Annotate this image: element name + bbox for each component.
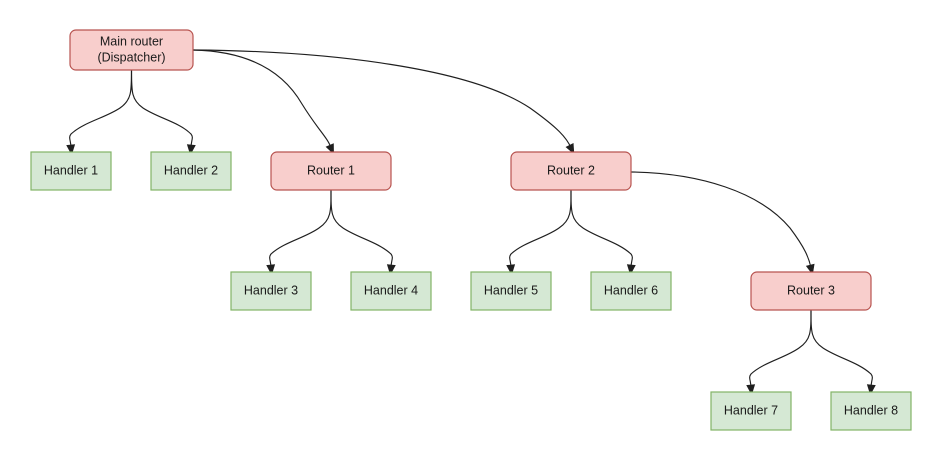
edge-router-1-to-handler-3	[266, 189, 332, 276]
edge-router-2-to-router-3-path	[630, 171, 812, 269]
node-handler-3-shape[interactable]	[230, 271, 312, 311]
node-handler-8[interactable]: Handler 8	[830, 391, 912, 431]
edge-main-to-handler-1-arrowhead	[66, 144, 76, 156]
edge-router-1-to-handler-4-arrowhead	[386, 264, 396, 276]
node-handler-3[interactable]: Handler 3	[230, 271, 312, 311]
node-handler-1[interactable]: Handler 1	[30, 151, 112, 191]
node-router-1[interactable]: Router 1	[270, 151, 392, 191]
node-handler-5[interactable]: Handler 5	[470, 271, 552, 311]
edge-router-3-to-handler-8-arrowhead	[866, 384, 876, 396]
edge-router-1-to-handler-4	[330, 189, 396, 276]
node-router-3[interactable]: Router 3	[750, 271, 872, 311]
node-handler-8-shape[interactable]	[830, 391, 912, 431]
node-handler-6[interactable]: Handler 6	[590, 271, 672, 311]
node-router-2-shape[interactable]	[510, 151, 632, 191]
edge-router-2-to-router-3	[630, 171, 815, 276]
edge-main-to-router-1-path	[192, 49, 332, 149]
node-handler-7[interactable]: Handler 7	[710, 391, 792, 431]
nodes-layer: Main router(Dispatcher) Handler 1 Handler …	[30, 29, 912, 431]
node-handler-4-shape[interactable]	[350, 271, 432, 311]
edge-router-2-to-handler-5-arrowhead	[506, 264, 516, 276]
edge-router-3-to-handler-7-arrowhead	[746, 384, 756, 396]
edge-router-1-to-handler-3-arrowhead	[266, 264, 276, 276]
edge-main-to-handler-1	[66, 69, 133, 156]
edge-main-to-handler-2-path	[130, 69, 193, 149]
edge-router-2-to-handler-6	[570, 189, 636, 276]
node-router-2[interactable]: Router 2	[510, 151, 632, 191]
node-handler-4[interactable]: Handler 4	[350, 271, 432, 311]
edge-router-3-to-handler-7	[746, 309, 812, 396]
node-router-1-shape[interactable]	[270, 151, 392, 191]
node-handler-2-shape[interactable]	[150, 151, 232, 191]
node-handler-2[interactable]: Handler 2	[150, 151, 232, 191]
edge-main-to-handler-2-arrowhead	[186, 144, 196, 156]
node-handler-6-shape[interactable]	[590, 271, 672, 311]
edge-main-to-router-1-arrowhead	[325, 143, 334, 155]
edge-main-to-router-2	[192, 49, 575, 155]
edge-main-to-handler-1-path	[69, 69, 133, 149]
node-handler-5-shape[interactable]	[470, 271, 552, 311]
edge-router-2-to-handler-6-path	[570, 189, 633, 269]
edge-router-3-to-handler-8-path	[810, 309, 873, 389]
edges-layer	[66, 49, 876, 396]
edge-main-to-router-2-path	[192, 49, 572, 149]
node-main-router[interactable]: Main router(Dispatcher)	[69, 29, 194, 71]
node-handler-1-shape[interactable]	[30, 151, 112, 191]
edge-main-to-router-2-arrowhead	[565, 143, 575, 155]
edge-router-1-to-handler-4-path	[330, 189, 393, 269]
edge-router-2-to-handler-5	[506, 189, 572, 276]
edge-router-3-to-handler-8	[810, 309, 876, 396]
edge-main-to-router-1	[192, 49, 334, 155]
edge-main-to-handler-2	[130, 69, 196, 156]
node-router-3-shape[interactable]	[750, 271, 872, 311]
edge-router-3-to-handler-7-path	[749, 309, 812, 389]
edge-router-2-to-handler-5-path	[509, 189, 572, 269]
node-main-router-shape[interactable]	[69, 29, 194, 71]
edge-router-2-to-handler-6-arrowhead	[626, 264, 636, 276]
node-handler-7-shape[interactable]	[710, 391, 792, 431]
edge-router-1-to-handler-3-path	[269, 189, 332, 269]
